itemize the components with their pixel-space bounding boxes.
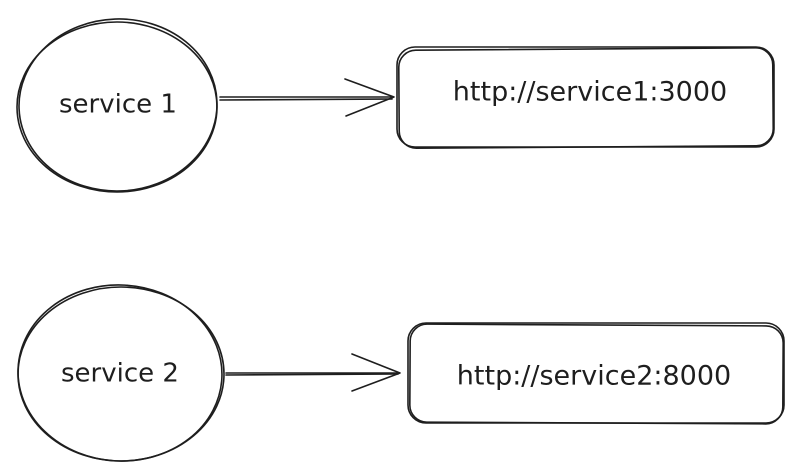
arrow-1 bbox=[219, 78, 395, 117]
endpoint-2-group: http://service2:8000 bbox=[407, 322, 785, 425]
endpoint-1-url: http://service1:3000 bbox=[453, 77, 727, 108]
endpoint-1-box[interactable] bbox=[396, 46, 775, 149]
service-1-label: service 1 bbox=[59, 90, 177, 120]
endpoint-2-box[interactable] bbox=[407, 322, 785, 425]
endpoint-1-group: http://service1:3000 bbox=[396, 46, 775, 149]
service-2-group: service 2 bbox=[14, 280, 227, 466]
arrow-2 bbox=[225, 353, 401, 392]
service-1-group: service 1 bbox=[16, 16, 220, 195]
service-1-circle[interactable] bbox=[16, 16, 220, 195]
service-2-circle[interactable] bbox=[14, 280, 227, 466]
endpoint-2-url: http://service2:8000 bbox=[457, 361, 731, 392]
service-2-label: service 2 bbox=[61, 359, 179, 389]
